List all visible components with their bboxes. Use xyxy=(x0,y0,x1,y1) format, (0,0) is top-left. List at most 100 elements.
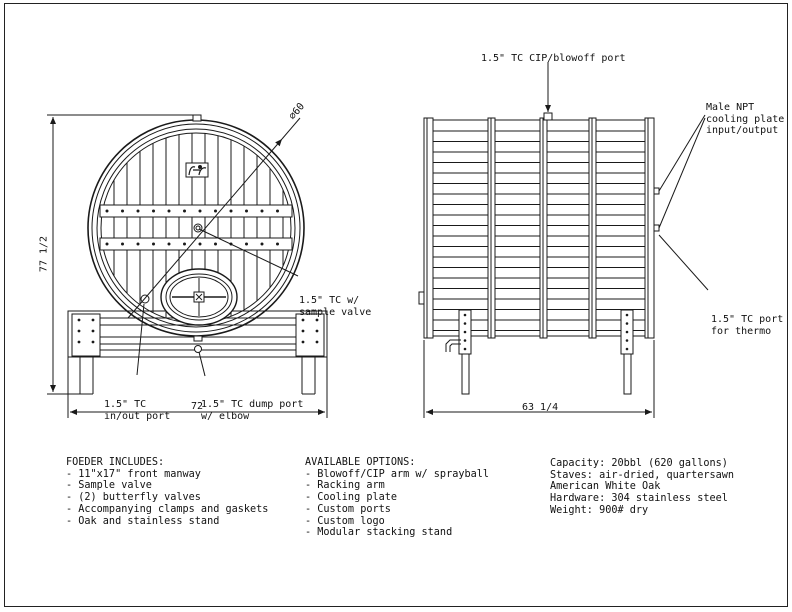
sample-valve-leader xyxy=(198,228,299,277)
dump-port xyxy=(193,335,203,353)
includes-list: FOEDER INCLUDES: - 11"x17" front manway … xyxy=(66,457,268,527)
bolt xyxy=(152,242,155,246)
left-side-fitting xyxy=(418,291,425,305)
bolt xyxy=(183,242,186,246)
bolt xyxy=(136,209,140,213)
options-list: AVAILABLE OPTIONS: - Blowoff/CIP arm w/ … xyxy=(305,457,489,539)
front-top-port xyxy=(192,114,202,122)
spec-item: American White Oak xyxy=(550,481,661,493)
bolt xyxy=(301,329,305,333)
list-item: - (2) butterfly valves xyxy=(66,492,201,504)
band-bolts xyxy=(105,209,279,246)
bolt xyxy=(229,209,233,213)
width-dim-label: 72 xyxy=(191,401,204,412)
bolt xyxy=(463,322,467,325)
bolt xyxy=(260,242,264,246)
list-item: - 11"x17" front manway xyxy=(66,468,201,480)
bolt xyxy=(245,209,248,213)
bolt xyxy=(625,339,629,342)
front-view-barrel xyxy=(47,114,328,418)
side-width-dim-label: 63 1/4 xyxy=(522,402,559,413)
inout-leader xyxy=(136,303,145,376)
spec-item: Capacity: 20bbl (620 gallons) xyxy=(550,458,728,469)
sample-valve-callout: 1.5" TC w/sample valve xyxy=(299,295,372,318)
bolt xyxy=(136,242,140,246)
spec-item: Weight: 900# dry xyxy=(550,504,649,516)
bolt xyxy=(121,209,124,213)
cip-port xyxy=(543,62,553,121)
bolt xyxy=(625,347,629,351)
bolt xyxy=(91,340,95,344)
list-item: - Racking arm xyxy=(305,480,385,492)
bolt xyxy=(463,330,467,334)
foeder-logo xyxy=(185,162,209,178)
list-item: - Cooling plate xyxy=(305,492,398,504)
hoop-band xyxy=(644,117,655,339)
spec-item: Staves: air-dried, quartersawn xyxy=(550,469,735,481)
bolt xyxy=(315,340,319,344)
bolt xyxy=(77,329,81,333)
side-hoop-bands xyxy=(423,117,655,339)
bolt xyxy=(245,242,248,246)
front-manway xyxy=(160,268,238,326)
bolt xyxy=(463,339,467,342)
bolt xyxy=(463,347,467,351)
bolt xyxy=(198,209,202,213)
dump-leader xyxy=(198,351,206,377)
height-dim-label: 77 1/2 xyxy=(38,235,50,273)
side-stave-lines xyxy=(424,130,654,331)
lower-band xyxy=(99,237,293,251)
spec-item: Hardware: 304 stainless steel xyxy=(550,493,728,505)
list-item: - Blowoff/CIP arm w/ sprayball xyxy=(305,468,490,480)
sample-valve-port xyxy=(193,223,203,233)
bolt xyxy=(121,242,124,246)
side-width-dimension xyxy=(423,340,655,418)
bolt xyxy=(152,209,155,213)
cooling-leader-2 xyxy=(658,117,706,229)
bolt xyxy=(260,209,264,213)
bolt xyxy=(214,242,217,246)
diameter-leader xyxy=(127,138,283,319)
list-item: - Custom ports xyxy=(305,503,391,515)
width-dimension xyxy=(67,357,328,418)
bolt xyxy=(91,318,95,322)
height-dimension xyxy=(47,114,200,395)
hoop-band xyxy=(423,117,434,339)
drawing-border xyxy=(4,3,788,607)
bolt xyxy=(167,209,171,213)
specs-list: Capacity: 20bbl (620 gallons) Staves: ai… xyxy=(550,458,734,517)
bolt xyxy=(301,340,305,344)
bolt xyxy=(77,340,81,344)
bolt xyxy=(276,242,279,246)
options-title: AVAILABLE OPTIONS: xyxy=(305,457,416,468)
bolt xyxy=(105,209,109,213)
bolt xyxy=(77,318,81,322)
bolt xyxy=(301,318,305,322)
thermo-leader xyxy=(658,234,709,291)
bolt xyxy=(276,209,279,213)
bolt xyxy=(183,209,186,213)
cooling-plate-fittings xyxy=(653,187,660,232)
list-item: - Oak and stainless stand xyxy=(66,515,220,527)
bolt xyxy=(463,313,467,317)
bolt xyxy=(214,209,217,213)
stand-bolts xyxy=(77,318,319,344)
bolt xyxy=(105,242,109,246)
side-view-barrel xyxy=(418,62,709,418)
cip-port-callout: 1.5" TC CIP/blowoff port xyxy=(481,53,626,64)
bolt xyxy=(625,313,629,317)
list-item: - Modular stacking stand xyxy=(305,527,453,539)
list-item: - Accompanying clamps and gaskets xyxy=(66,503,269,515)
bolt xyxy=(625,330,629,334)
list-item: - Sample valve xyxy=(66,480,152,492)
bolt xyxy=(167,242,171,246)
leg-bolts xyxy=(463,313,629,351)
bolt xyxy=(625,322,629,325)
bolt xyxy=(198,242,202,246)
upper-band xyxy=(99,204,293,218)
includes-title: FOEDER INCLUDES: xyxy=(66,457,165,468)
